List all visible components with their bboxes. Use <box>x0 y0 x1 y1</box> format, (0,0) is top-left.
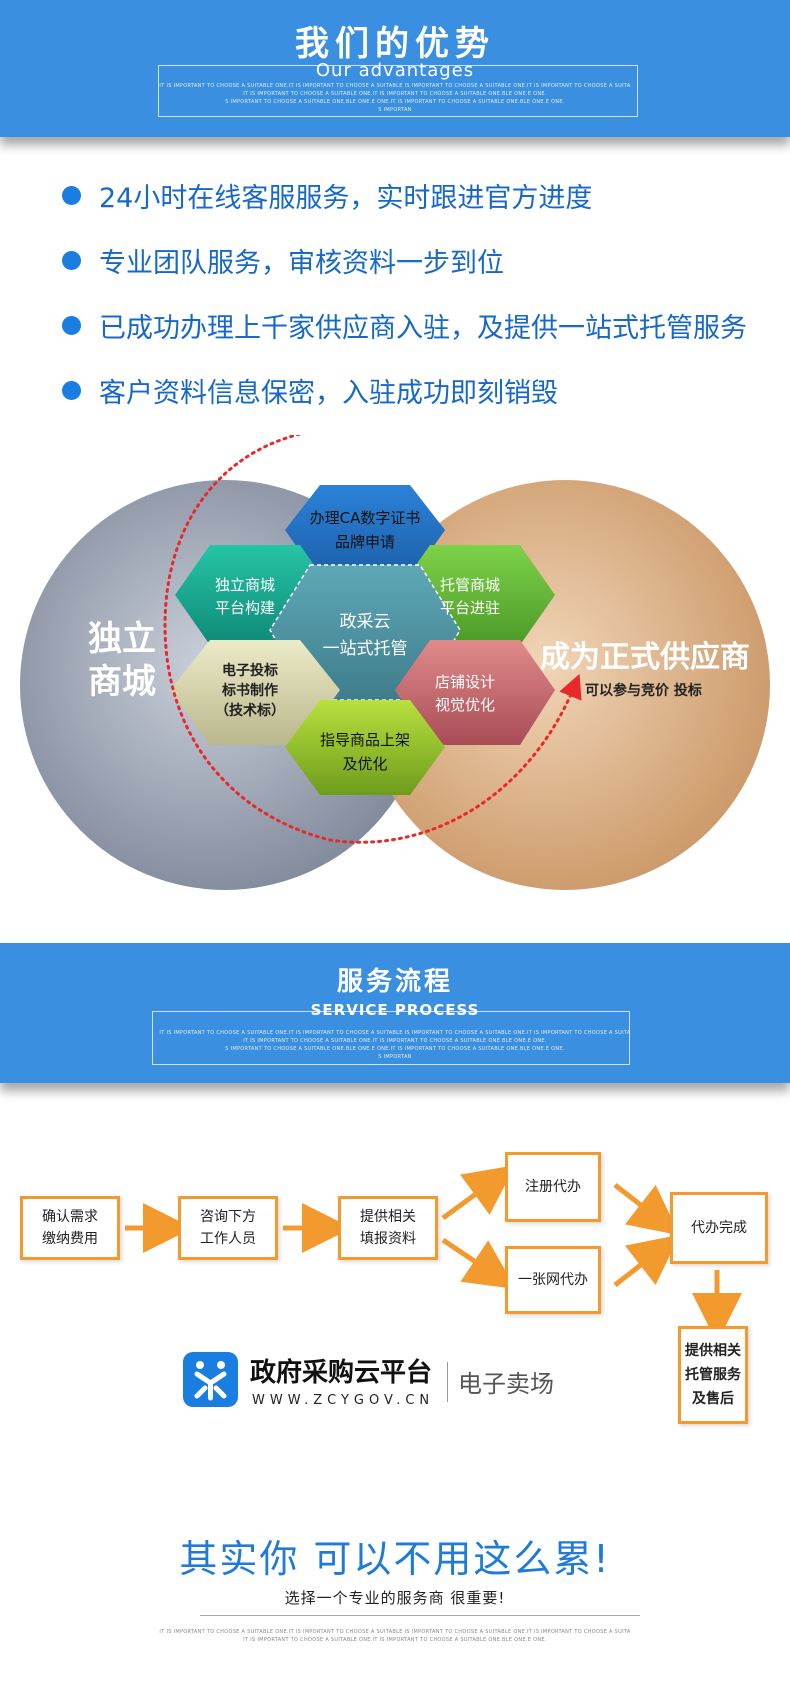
bullet-dot-icon <box>62 250 81 270</box>
advantages-fine-print-3: S IMPORTANT TO CHOOSE A SUITABLE ONE.BLE… <box>225 99 565 105</box>
right-circle-sub: 可以参与竞价 投标 <box>585 682 702 699</box>
cycle-arrow-icon <box>163 435 582 844</box>
footer-divider <box>200 1615 640 1616</box>
flow-step-one-network: 一张网代办 <box>505 1246 601 1314</box>
brand-name: 政府采购云平台 <box>250 1358 433 1388</box>
hex-upper-left-label-1: 独立商城 <box>215 576 275 594</box>
flow-step-aftersales: 提供相关 托管服务 及售后 <box>678 1326 748 1424</box>
hex-bottom <box>285 700 445 795</box>
bullet-dot-icon <box>62 315 81 335</box>
footer-slogan-sub: 选择一个专业的服务商 很重要! <box>284 1589 506 1607</box>
footer-fine-print-1: IT IS IMPORTANT TO CHOOSE A SUITABLE ONE… <box>159 1629 631 1635</box>
hex-upper-right-label-2: 平台进驻 <box>440 599 500 617</box>
arrow-down-right-icon <box>441 1237 516 1289</box>
arrow-up-right-icon <box>441 1165 516 1221</box>
hex-lower-left-label-3: （技术标） <box>215 702 285 719</box>
advantages-title: 我们的优势 <box>295 24 495 64</box>
flow-step-2: 咨询下方 工作人员 <box>178 1196 278 1260</box>
brand-divider <box>447 1362 448 1402</box>
process-fine-print-1: IT IS IMPORTANT TO CHOOSE A SUITABLE ONE… <box>159 1030 631 1036</box>
flow-step-register: 注册代办 <box>505 1152 601 1222</box>
hex-lower-right-label-2: 视觉优化 <box>435 696 495 714</box>
advantage-item: 专业团队服务，审核资料一步到位 <box>62 240 504 280</box>
hex-top-label-1: 办理CA数字证书 <box>310 509 421 527</box>
process-fine-print-4: S IMPORTAN <box>378 1054 412 1060</box>
hex-lower-right <box>395 640 555 745</box>
hex-top-label-2: 品牌申请 <box>335 533 395 551</box>
arrow-down-right-icon <box>613 1183 680 1236</box>
footer-slogan: 其实你 可以不用这么累! <box>179 1537 611 1581</box>
left-circle-label-2: 商城 <box>88 662 156 702</box>
advantages-frame <box>158 65 638 117</box>
hex-bottom-label-1: 指导商品上架 <box>320 731 410 749</box>
hex-bottom-label-2: 及优化 <box>342 755 387 773</box>
bullet-dot-icon <box>62 185 81 205</box>
process-subtitle: SERVICE PROCESS <box>310 1001 480 1019</box>
hex-top <box>285 485 445 580</box>
service-diagram: 独立 商城 成为正式供应商 可以参与竞价 投标 办理CA数字证书 品牌申请 独立… <box>20 435 770 890</box>
left-circle-label-1: 独立 <box>88 619 156 659</box>
advantages-fine-print-2: IT IS IMPORTANT TO CHOOSE A SUITABLE ONE… <box>243 91 547 97</box>
bullet-dot-icon <box>62 380 81 400</box>
advantage-item: 已成功办理上千家供应商入驻，及提供一站式托管服务 <box>62 305 747 345</box>
hex-upper-right-label-1: 托管商城 <box>440 576 500 594</box>
flow-step-complete: 代办完成 <box>670 1192 768 1264</box>
process-arrows <box>125 1165 742 1340</box>
brand-url[interactable]: WWW.ZCYGOV.CN <box>252 1393 435 1408</box>
process-fine-print-2: IT IS IMPORTANT TO CHOOSE A SUITABLE ONE… <box>243 1038 547 1044</box>
hex-lower-left <box>170 640 340 745</box>
process-fine-print-3: S IMPORTANT TO CHOOSE A SUITABLE ONE.BLE… <box>225 1046 565 1052</box>
watermark: Bai百科 <box>55 866 109 884</box>
right-circle-title: 成为正式供应商 <box>540 640 750 675</box>
hex-center-label-2: 一站式托管 <box>323 639 408 659</box>
arrow-up-right-icon <box>613 1234 680 1287</box>
advantage-item: 客户资料信息保密，入驻成功即刻销毁 <box>62 370 558 410</box>
footer-fine-print-2: IT IS IMPORTANT TO CHOOSE A SUITABLE ONE… <box>243 1637 547 1643</box>
brand-tag: 电子卖场 <box>458 1370 554 1398</box>
process-frame <box>152 1011 630 1065</box>
hex-lower-right-label-1: 店铺设计 <box>435 673 495 691</box>
hex-upper-left-label-2: 平台构建 <box>215 599 275 617</box>
hex-center-label-1: 政采云 <box>340 612 391 632</box>
process-title: 服务流程 <box>336 967 453 997</box>
hex-lower-left-label-2: 标书制作 <box>221 682 278 699</box>
advantage-item: 24小时在线客服服务，实时跟进官方进度 <box>62 175 592 215</box>
advantages-fine-print-1: IT IS IMPORTANT TO CHOOSE A SUITABLE ONE… <box>159 83 631 89</box>
advantages-banner: 我们的优势 Our advantages IT IS IMPORTANT TO … <box>0 0 790 137</box>
flow-step-3: 提供相关 填报资料 <box>338 1196 438 1260</box>
advantages-fine-print-4: S IMPORTAN <box>378 107 412 113</box>
hex-lower-left-label-1: 电子投标 <box>222 662 278 679</box>
zcy-logo-icon <box>183 1352 238 1407</box>
flow-step-1: 确认需求 缴纳费用 <box>20 1196 120 1260</box>
process-banner: 服务流程 SERVICE PROCESS IT IS IMPORTANT TO … <box>0 943 790 1083</box>
